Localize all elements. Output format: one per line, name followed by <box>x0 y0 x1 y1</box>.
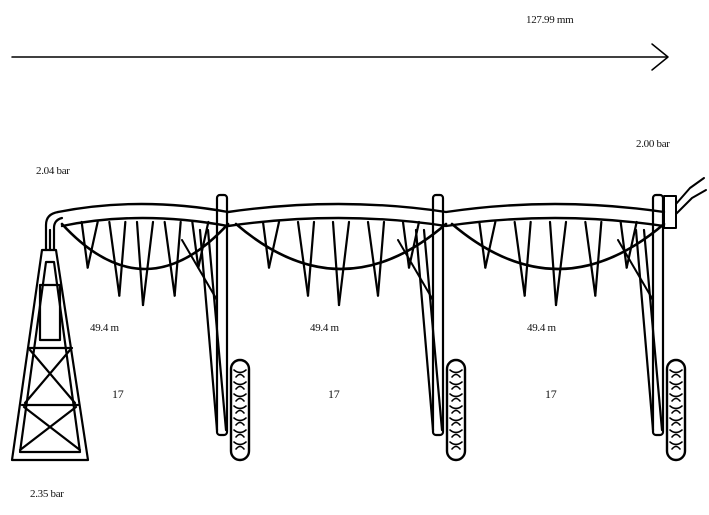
pressure-right-top: 2.00 bar <box>636 138 670 150</box>
span-2-count: 17 <box>328 387 340 401</box>
span-trusses <box>60 220 666 307</box>
drive-tower-1 <box>181 193 251 462</box>
truss-span-2 <box>234 220 448 307</box>
drive-tower-3 <box>617 193 687 462</box>
truss-span-1 <box>60 220 230 307</box>
length-label: 127.99 mm <box>526 14 574 26</box>
drive-tower-2 <box>397 193 467 462</box>
pressure-bottom: 2.35 bar <box>30 488 64 500</box>
drive-towers <box>181 193 687 462</box>
span-1-count: 17 <box>112 387 124 401</box>
length-arrow <box>11 43 669 71</box>
span-3-count: 17 <box>545 387 557 401</box>
span-1-length: 49.4 m <box>90 322 119 334</box>
span-2-length: 49.4 m <box>310 322 339 334</box>
pressure-left-top: 2.04 bar <box>36 165 70 177</box>
pipeline <box>56 177 707 229</box>
span-3-length: 49.4 m <box>527 322 556 334</box>
pivot-tower <box>10 210 90 462</box>
